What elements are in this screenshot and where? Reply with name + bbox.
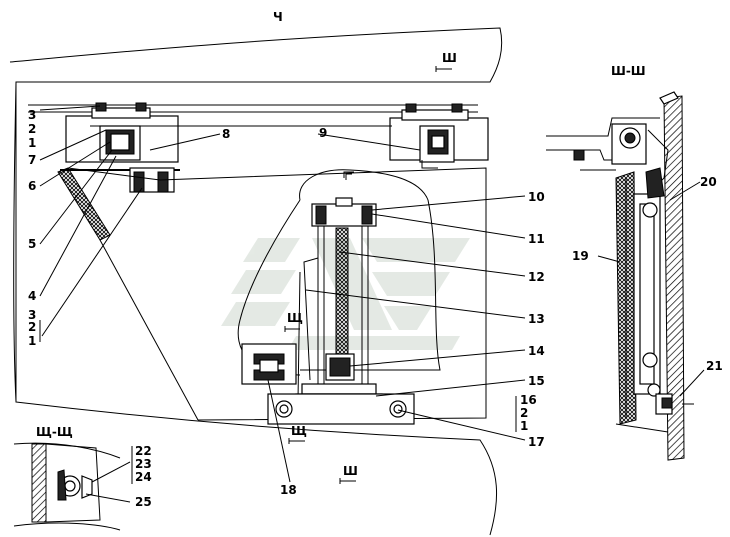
section-arrow-main: Ш <box>435 51 457 72</box>
callout-16: 16 <box>520 393 537 407</box>
callout-12: 12 <box>528 270 545 284</box>
callout-15: 15 <box>528 374 545 388</box>
callout-18: 18 <box>280 483 297 497</box>
callout-4: 4 <box>28 289 36 303</box>
callout-9: 9 <box>319 126 327 140</box>
callout-24: 24 <box>135 470 152 484</box>
callout-7: 7 <box>28 153 36 167</box>
section-title-ЩЩ: Щ-Щ <box>36 425 73 439</box>
callout-labels: 3 2 1 7 6 8 9 5 4 3 2 1 10 11 12 13 14 1… <box>28 108 723 509</box>
callout-5: 5 <box>28 237 36 251</box>
callout-14: 14 <box>528 344 545 358</box>
callout-21: 21 <box>706 359 723 373</box>
right-bracket <box>343 103 469 178</box>
leader-lines <box>39 105 526 483</box>
callout-2-right: 2 <box>520 406 528 420</box>
stylized-logo-watermark <box>221 238 470 350</box>
section-arrow-label-main: Ш <box>442 51 457 65</box>
section-view-ЩЩ <box>13 442 133 531</box>
main-view-outline <box>9 27 503 536</box>
left-bracket <box>60 102 180 193</box>
callout-19: 19 <box>572 249 589 263</box>
sheet-mark: Ч <box>273 10 283 24</box>
callout-6: 6 <box>28 179 36 193</box>
callout-23: 23 <box>135 457 152 471</box>
callout-17: 17 <box>528 435 545 449</box>
callout-25: 25 <box>135 495 152 509</box>
section-view-ШШ <box>546 91 694 461</box>
callout-13: 13 <box>528 312 545 326</box>
callout-2-top: 2 <box>28 122 36 136</box>
callout-20: 20 <box>700 175 717 189</box>
callout-1-lower: 1 <box>28 334 36 348</box>
section-view-ШШ-leaders <box>597 181 705 397</box>
section-arrow-label-detail-lower: Щ <box>291 424 307 438</box>
callout-22: 22 <box>135 444 152 458</box>
section-arrow-bottom: Ш <box>339 464 358 484</box>
callout-1-right: 1 <box>520 419 528 433</box>
callout-2-lower: 2 <box>28 320 36 334</box>
section-arrow-detail-upper: Щ <box>284 311 303 332</box>
callout-8: 8 <box>222 127 230 141</box>
section-arrow-label-detail-upper: Щ <box>287 311 303 325</box>
callout-11: 11 <box>528 232 545 246</box>
callout-3-lower: 3 <box>28 308 36 322</box>
callout-10: 10 <box>528 190 545 204</box>
callout-3-top: 3 <box>28 108 36 122</box>
callout-1-top: 1 <box>28 136 36 150</box>
central-mechanism <box>237 169 441 425</box>
detail-block-18 <box>241 343 297 385</box>
section-arrow-label-bottom: Ш <box>343 464 358 478</box>
section-title-ШШ: Ш-Ш <box>611 64 646 78</box>
section-arrow-detail-lower: Щ <box>288 424 307 444</box>
